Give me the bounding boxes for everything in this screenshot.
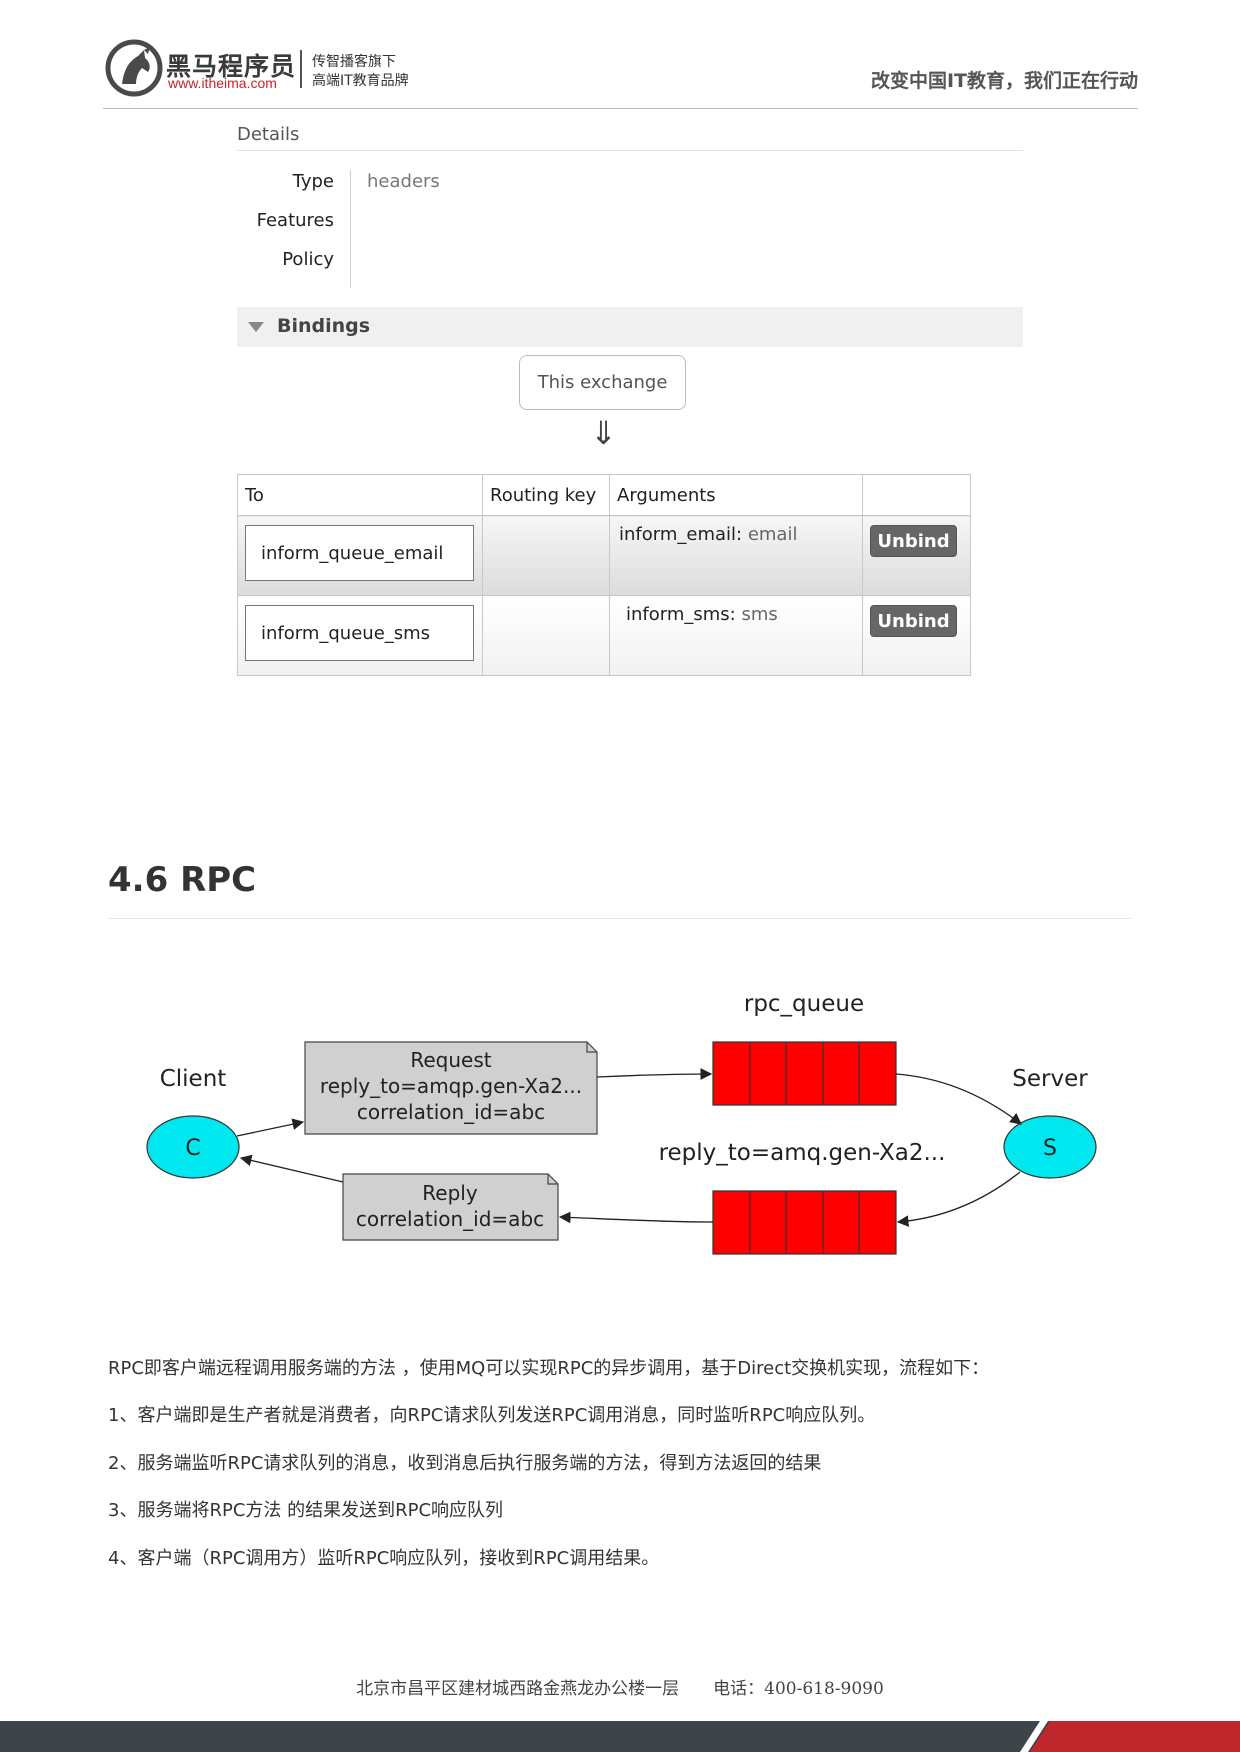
step-4-paragraph: 4、客户端（RPC调用方）监听RPC响应队列，接收到RPC调用结果。: [108, 1548, 660, 1569]
server-label: Server: [1012, 1066, 1088, 1092]
routing-key-cell: [482, 595, 610, 676]
server-node: [1003, 1115, 1097, 1179]
details-divider: [237, 150, 1023, 151]
to-cell: inform_queue_email: [237, 515, 483, 596]
argument-key: inform_sms:: [626, 604, 736, 625]
column-header-arguments: Arguments: [609, 474, 863, 516]
request-message-box: Request reply_to=amqp.gen-Xa2... correla…: [304, 1041, 598, 1135]
brand-tagline-1: 传智播客旗下: [312, 54, 396, 70]
footer-address: 北京市昌平区建材城西路金燕龙办公楼一层 电话：400-618-9090: [356, 1679, 884, 1699]
unbind-button[interactable]: Unbind: [870, 525, 957, 557]
client-node: [146, 1115, 240, 1179]
column-header-to: To: [237, 474, 483, 516]
queue-link[interactable]: inform_queue_sms: [245, 605, 474, 661]
reply-queue-label: reply_to=amq.gen-Xa2...: [659, 1140, 946, 1166]
details-heading: Details: [237, 124, 300, 145]
step-3-paragraph: 3、服务端将RPC方法 的结果发送到RPC响应队列: [108, 1500, 504, 1521]
brand-name: 黑马程序员: [166, 52, 297, 81]
argument: inform_email: email: [619, 524, 797, 545]
request-to-queue-arrow: [596, 1068, 713, 1080]
reply-message-box: Reply correlation_id=abc: [342, 1173, 559, 1241]
rpc-queue-label: rpc_queue: [744, 991, 864, 1017]
features-label: Features: [256, 210, 334, 231]
routing-key-cell: [482, 515, 610, 596]
type-value: headers: [367, 171, 440, 192]
bindings-section-header[interactable]: [237, 307, 1023, 347]
footer-red-stripe: [1020, 1721, 1240, 1752]
argument: inform_sms: sms: [626, 604, 778, 625]
header-divider: [103, 108, 1138, 109]
queue-link[interactable]: inform_queue_email: [245, 525, 474, 581]
column-header-actions: [862, 474, 971, 516]
type-label: Type: [292, 171, 334, 192]
section-title: 4.6 RPC: [108, 860, 257, 900]
arguments-cell: inform_email: email: [609, 515, 863, 596]
server-to-reply-queue-arrow: [896, 1171, 1021, 1227]
this-exchange-box: This exchange: [519, 355, 686, 410]
request-correlation-id: correlation_id=abc: [357, 1100, 545, 1124]
step-1-paragraph: 1、客户端即是生产者就是消费者，向RPC请求队列发送RPC调用消息，同时监听RP…: [108, 1405, 876, 1426]
brand-tagline-2: 高端IT教育品牌: [312, 73, 409, 89]
header-slogan: 改变中国IT教育，我们正在行动: [870, 70, 1138, 92]
table-row: inform_queue_email inform_email: email U…: [237, 515, 971, 596]
client-to-request-arrow: [236, 1118, 305, 1137]
bindings-table: To Routing key Arguments inform_queue_em…: [237, 474, 971, 676]
request-title: Request: [410, 1048, 491, 1072]
reply-to-client-arrow: [239, 1154, 344, 1183]
arguments-cell: inform_sms: sms: [609, 595, 863, 676]
column-header-routing-key: Routing key: [482, 474, 610, 516]
actions-cell: Unbind: [862, 515, 971, 596]
queue-to-server-arrow: [895, 1073, 1022, 1125]
argument-key: inform_email:: [619, 524, 743, 545]
table-header-row: To Routing key Arguments: [237, 474, 971, 516]
client-node-label: C: [185, 1136, 200, 1161]
horse-logo-icon: [105, 39, 163, 97]
collapse-triangle-icon[interactable]: [248, 322, 264, 332]
client-label: Client: [160, 1066, 227, 1092]
reply-title: Reply: [422, 1181, 478, 1205]
unbind-button[interactable]: Unbind: [870, 605, 957, 637]
logo-divider: [300, 50, 302, 88]
reply-correlation-id: correlation_id=abc: [356, 1207, 544, 1231]
bindings-heading[interactable]: Bindings: [277, 315, 371, 337]
intro-paragraph: RPC即客户端远程调用服务端的方法 ，使用MQ可以实现RPC的异步调用，基于Di…: [108, 1358, 990, 1379]
details-column-divider: [350, 170, 351, 288]
policy-label: Policy: [282, 249, 334, 270]
brand-url: www.itheima.com: [168, 75, 277, 91]
rpc-queue: [712, 1041, 897, 1106]
server-node-label: S: [1043, 1136, 1057, 1161]
reply-queue-to-reply-arrow: [558, 1211, 714, 1224]
actions-cell: Unbind: [862, 595, 971, 676]
step-2-paragraph: 2、服务端监听RPC请求队列的消息，收到消息后执行服务端的方法，得到方法返回的结…: [108, 1453, 822, 1474]
reply-queue: [712, 1190, 897, 1255]
section-divider: [108, 918, 1131, 919]
argument-value: email: [747, 524, 798, 545]
down-arrow-icon: ⇓: [590, 414, 617, 452]
table-row: inform_queue_sms inform_sms: sms Unbind: [237, 595, 971, 676]
argument-value: sms: [741, 604, 778, 625]
request-reply-to: reply_to=amqp.gen-Xa2...: [320, 1074, 582, 1098]
to-cell: inform_queue_sms: [237, 595, 483, 676]
rpc-diagram: Client Server rpc_queue reply_to=amq.gen…: [146, 991, 1097, 1255]
